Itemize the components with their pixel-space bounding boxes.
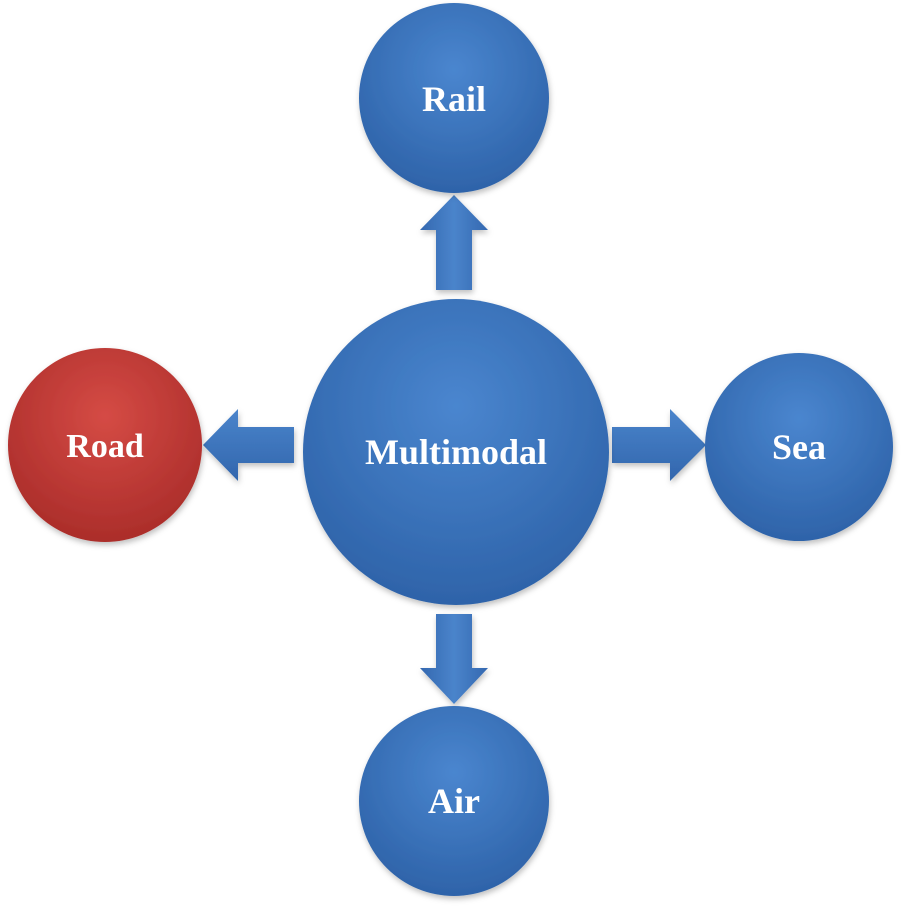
multimodal-label: Multimodal: [365, 432, 547, 472]
node-rail: Rail: [359, 3, 549, 193]
node-road: Road: [8, 348, 202, 542]
arrow-to-road: [203, 409, 294, 481]
sea-circle: [705, 353, 893, 541]
road-label: Road: [66, 428, 144, 465]
road-circle: [8, 348, 202, 542]
arrow-to-rail: [420, 195, 488, 290]
sea-label: Sea: [772, 427, 826, 467]
air-label: Air: [428, 781, 480, 821]
air-circle: [359, 706, 549, 896]
rail-circle: [359, 3, 549, 193]
arrow-to-air: [420, 614, 488, 704]
rail-label: Rail: [422, 79, 486, 119]
multimodal-circle: [303, 299, 609, 605]
node-air: Air: [359, 706, 549, 896]
node-multimodal: Multimodal: [303, 299, 609, 605]
node-sea: Sea: [705, 353, 893, 541]
arrow-to-sea: [612, 409, 706, 481]
